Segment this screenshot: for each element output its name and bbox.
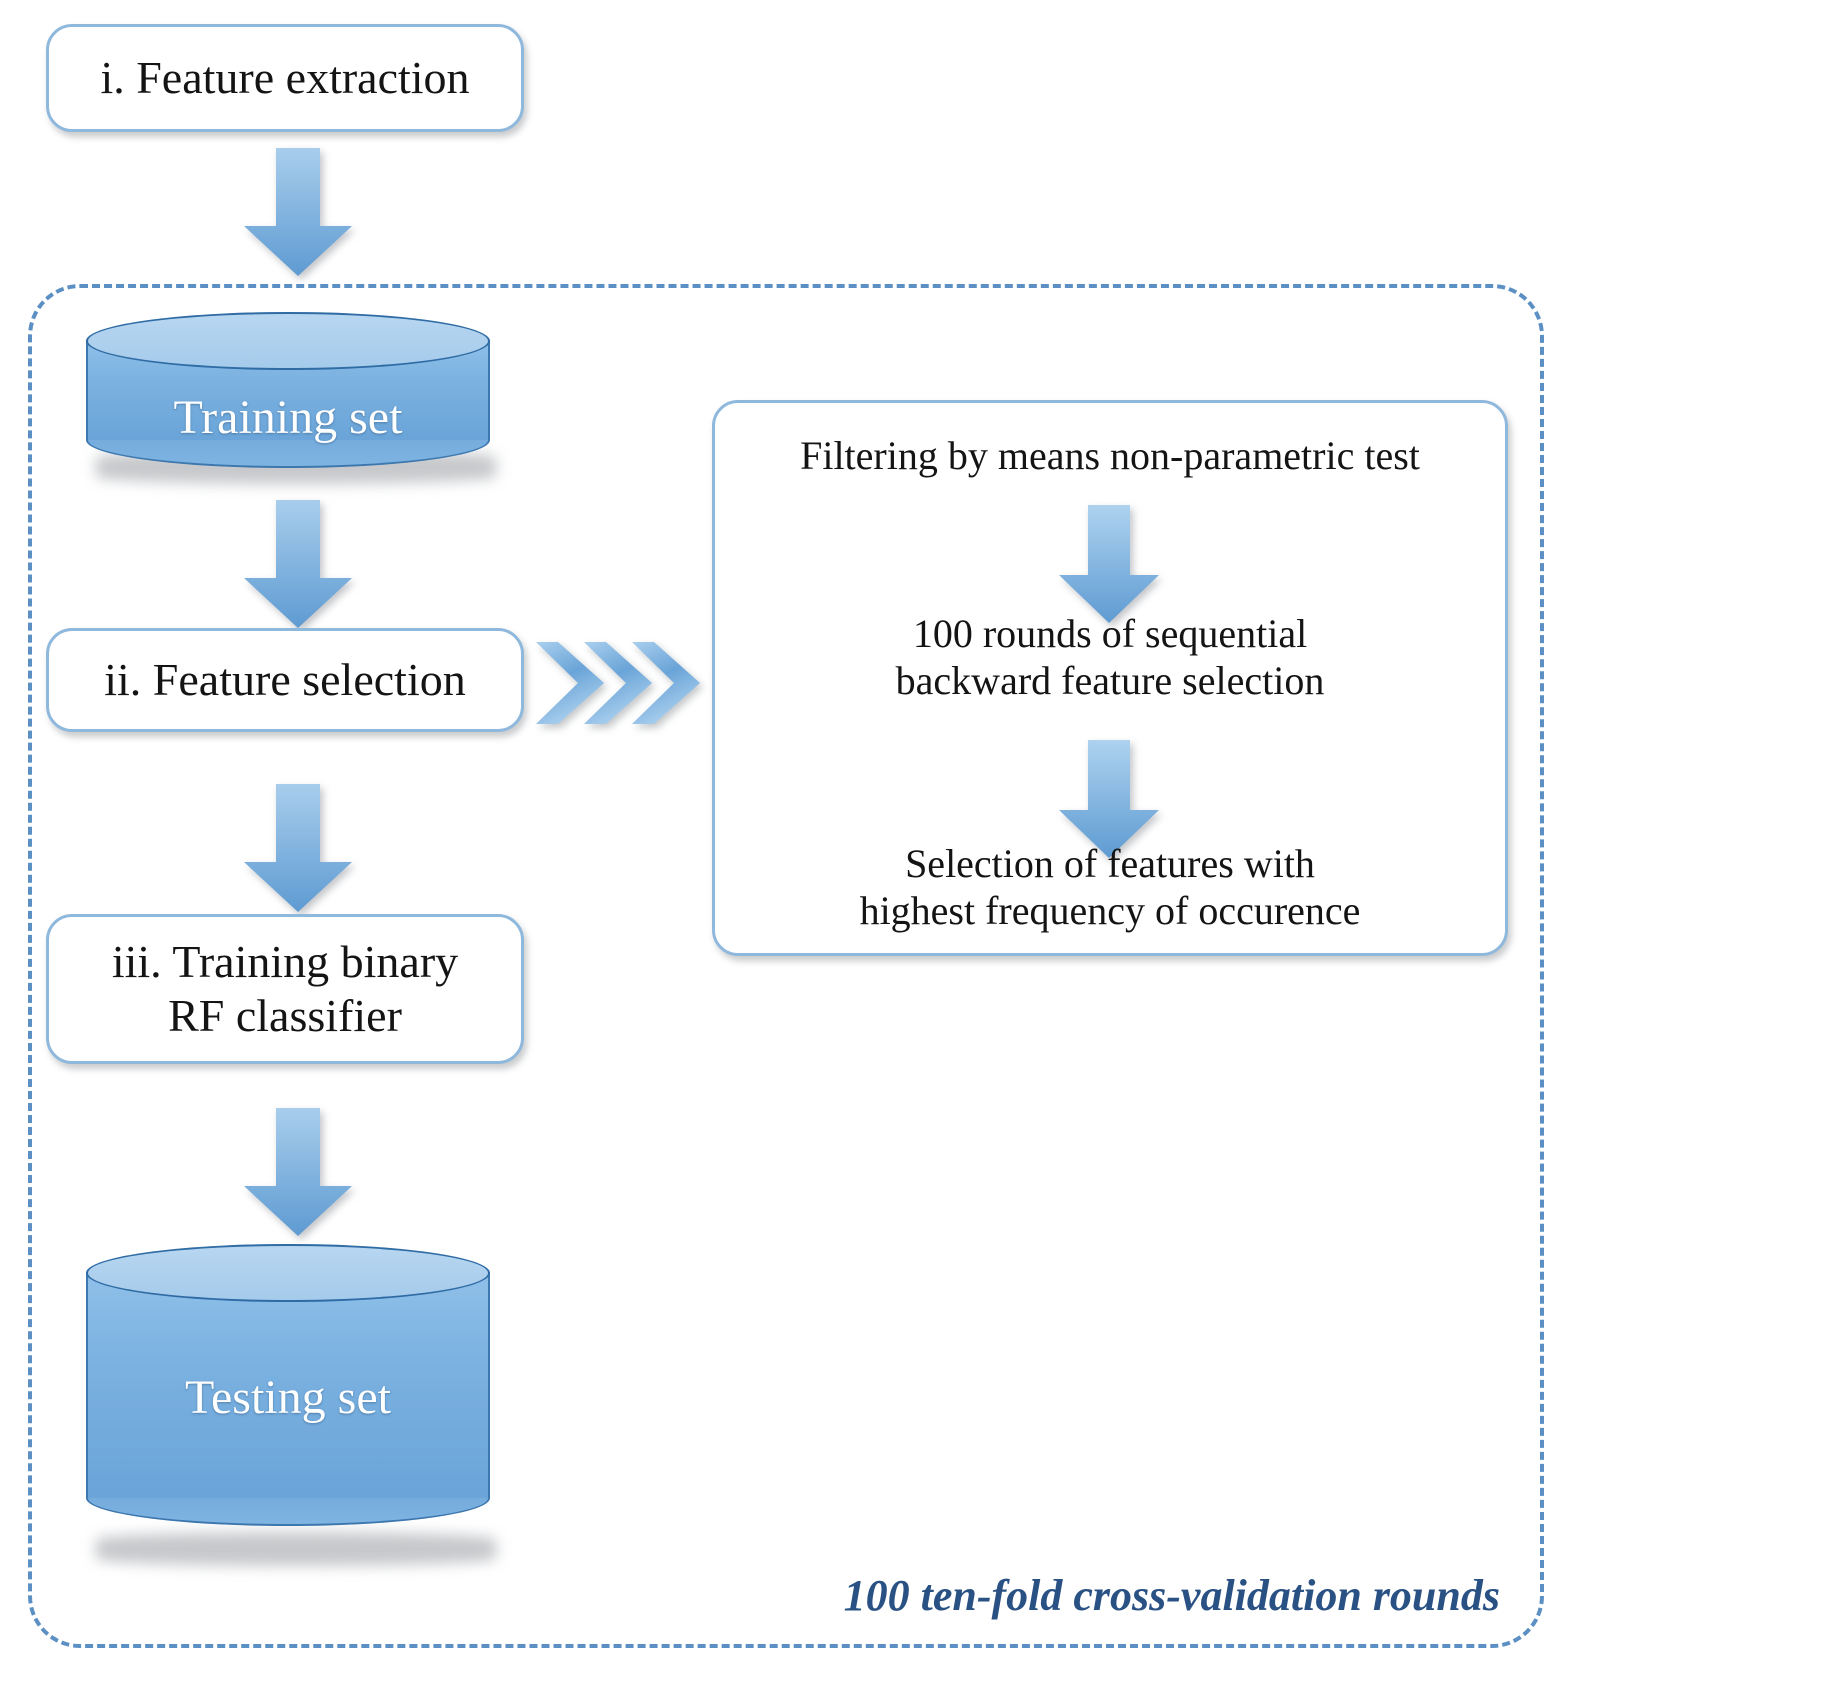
arrow-filtering-to-rounds: [1055, 505, 1163, 623]
chevron-right-icon: [536, 630, 712, 736]
node-training-classifier-label: iii. Training binary RF classifier: [111, 935, 459, 1041]
node-feature-selection[interactable]: ii. Feature selection: [46, 628, 524, 732]
arrow-training-to-selection: [240, 500, 356, 628]
cross-validation-caption: 100 ten-fold cross-validation rounds: [843, 1571, 1500, 1620]
panel-step-highest-frequency: Selection of features with highest frequ…: [859, 841, 1361, 934]
node-feature-extraction-label: i. Feature extraction: [100, 51, 470, 103]
arrow-extraction-to-training: [240, 148, 356, 276]
datastore-training-set[interactable]: Training set: [86, 312, 490, 470]
cross-validation-container: [28, 284, 1544, 1648]
training-set-label: Training set: [173, 391, 403, 444]
testing-set-shadow: [96, 1532, 496, 1566]
panel-step-filtering: Filtering by means non-parametric test: [800, 433, 1420, 478]
panel-feature-selection-detail[interactable]: [712, 400, 1508, 956]
node-feature-extraction[interactable]: i. Feature extraction: [46, 24, 524, 132]
arrow-rounds-to-selection: [1055, 740, 1163, 858]
datastore-testing-set[interactable]: Testing set: [86, 1244, 490, 1526]
testing-set-cylinder-body: [86, 1272, 490, 1498]
arrow-classifier-to-testing: [240, 1108, 356, 1236]
testing-set-label: Testing set: [185, 1371, 391, 1424]
node-training-classifier[interactable]: iii. Training binary RF classifier: [46, 914, 524, 1064]
arrow-selection-to-classifier: [240, 784, 356, 912]
training-set-cylinder-top: [86, 312, 490, 370]
node-feature-selection-label: ii. Feature selection: [104, 653, 466, 705]
panel-step-backward-selection: 100 rounds of sequential backward featur…: [895, 611, 1325, 704]
testing-set-cylinder-top: [86, 1244, 490, 1302]
